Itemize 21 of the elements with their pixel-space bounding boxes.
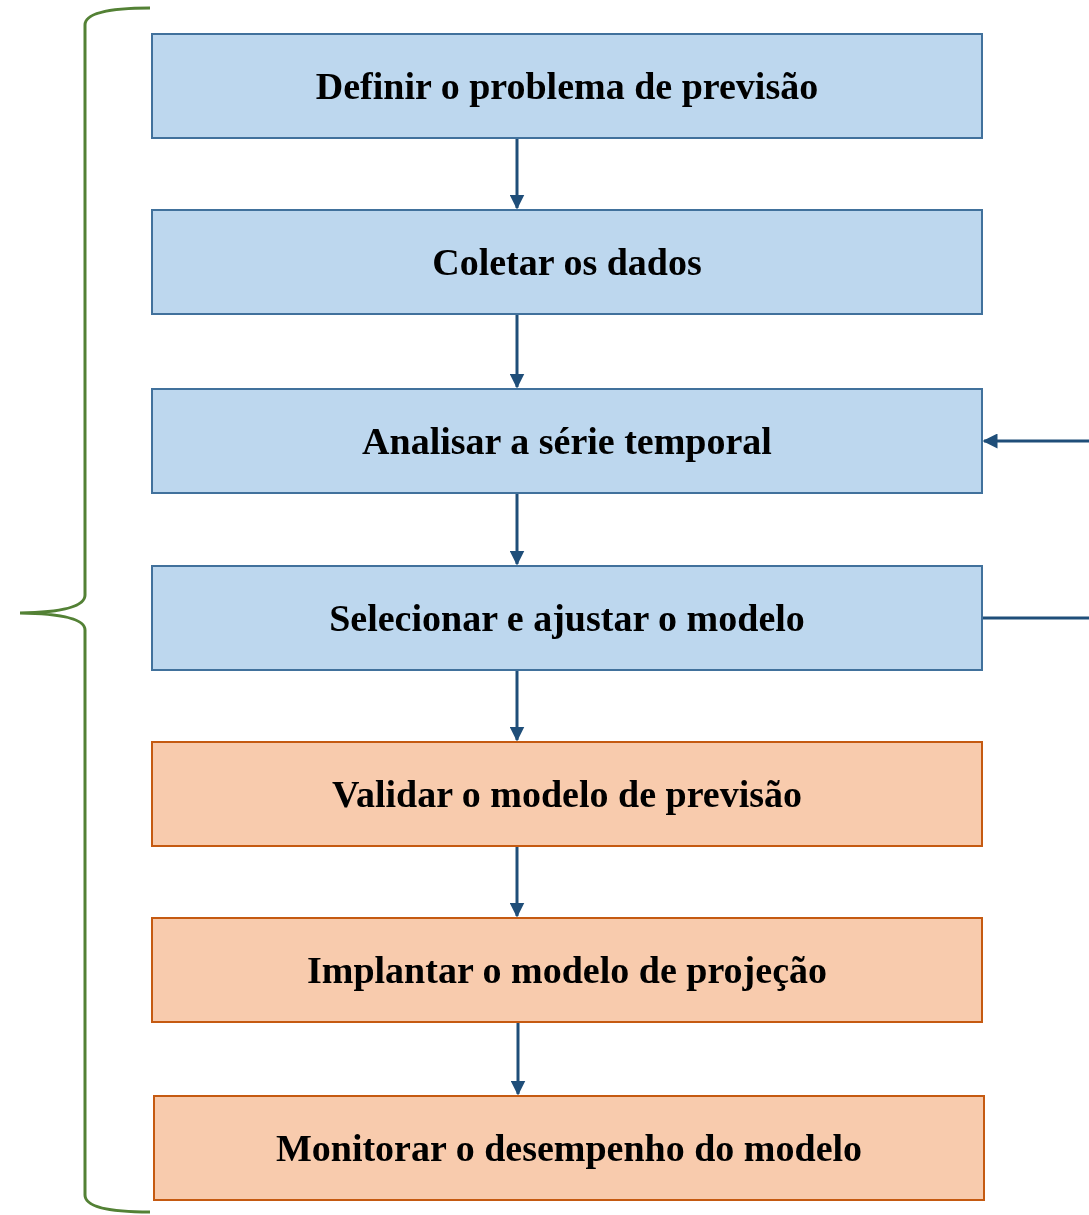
arrow xyxy=(509,315,525,389)
arrow xyxy=(509,847,525,918)
process-box xyxy=(153,1095,985,1201)
arrow xyxy=(509,139,525,210)
step-label: Implantar o modelo de projeção xyxy=(307,948,827,992)
step-label: Definir o problema de previsão xyxy=(315,64,819,108)
step-label: Selecionar e ajustar o modelo xyxy=(329,596,805,640)
step-label: Monitorar o desempenho do modelo xyxy=(275,1126,863,1170)
arrow xyxy=(510,1023,526,1096)
process-box xyxy=(151,741,983,847)
process-box xyxy=(151,209,983,315)
process-box xyxy=(151,917,983,1023)
process-box xyxy=(151,33,983,139)
process-box xyxy=(151,388,983,494)
step-label: Validar o modelo de previsão xyxy=(331,772,803,816)
arrow xyxy=(509,494,525,566)
arrow xyxy=(982,433,1089,449)
step-label: Coletar os dados xyxy=(432,240,702,284)
arrow xyxy=(509,671,525,742)
process-box xyxy=(151,565,983,671)
step-label: Analisar a série temporal xyxy=(362,419,772,463)
